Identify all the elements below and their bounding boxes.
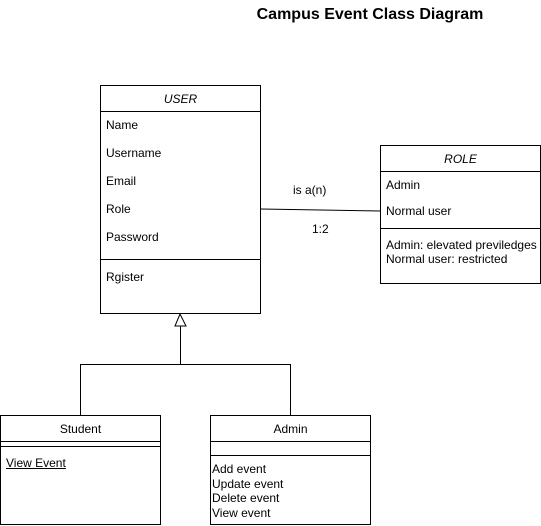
role-class[interactable]: ROLE Admin Normal user Admin: elevated p…: [380, 145, 541, 284]
user-attr-password: Password: [106, 230, 159, 244]
admin-method-add-event: Add event: [212, 462, 267, 476]
student-method-divider: [1, 446, 160, 447]
role-class-name: ROLE: [444, 152, 477, 166]
admin-method-divider: [211, 455, 370, 456]
admin-class-name: Admin: [273, 422, 308, 436]
user-header-divider: [101, 111, 260, 112]
student-header-divider: [1, 441, 160, 442]
role-notes-divider: [381, 228, 540, 229]
user-attr-username: Username: [106, 146, 162, 160]
admin-method-view-event: View event: [212, 505, 271, 520]
admin-method-update-event: Update event: [212, 476, 284, 491]
user-method-divider: [101, 259, 260, 260]
student-class-name: Student: [59, 422, 102, 436]
inheritance-arrowhead: [174, 312, 187, 327]
association-label: is a(n): [293, 183, 327, 197]
admin-class[interactable]: Admin Add event Update event Delete even…: [210, 415, 371, 525]
admin-header-divider: [211, 441, 370, 442]
association-multiplicity: 1:2: [312, 222, 329, 236]
admin-method-delete-event: Delete event: [212, 491, 280, 505]
diagram-title: Campus Event Class Diagram: [256, 6, 484, 23]
role-header-divider: [381, 171, 540, 172]
user-attr-role: Role: [106, 202, 131, 216]
user-class[interactable]: USER Name Username Email Role Password R…: [100, 85, 261, 314]
role-attr-normal-user: Normal user: [386, 204, 452, 218]
student-class[interactable]: Student View Event: [0, 415, 161, 525]
user-method-register: Rgister: [106, 270, 145, 284]
student-method-view-event: View Event: [6, 456, 66, 470]
user-class-name: USER: [163, 92, 198, 106]
association-line: [260, 208, 381, 212]
role-note-normal-user: Normal user: restricted: [386, 252, 508, 266]
role-attr-admin: Admin: [386, 178, 421, 192]
user-attr-name: Name: [106, 118, 139, 132]
user-attr-email: Email: [106, 174, 137, 188]
role-note-admin: Admin: elevated previledges: [386, 238, 537, 252]
